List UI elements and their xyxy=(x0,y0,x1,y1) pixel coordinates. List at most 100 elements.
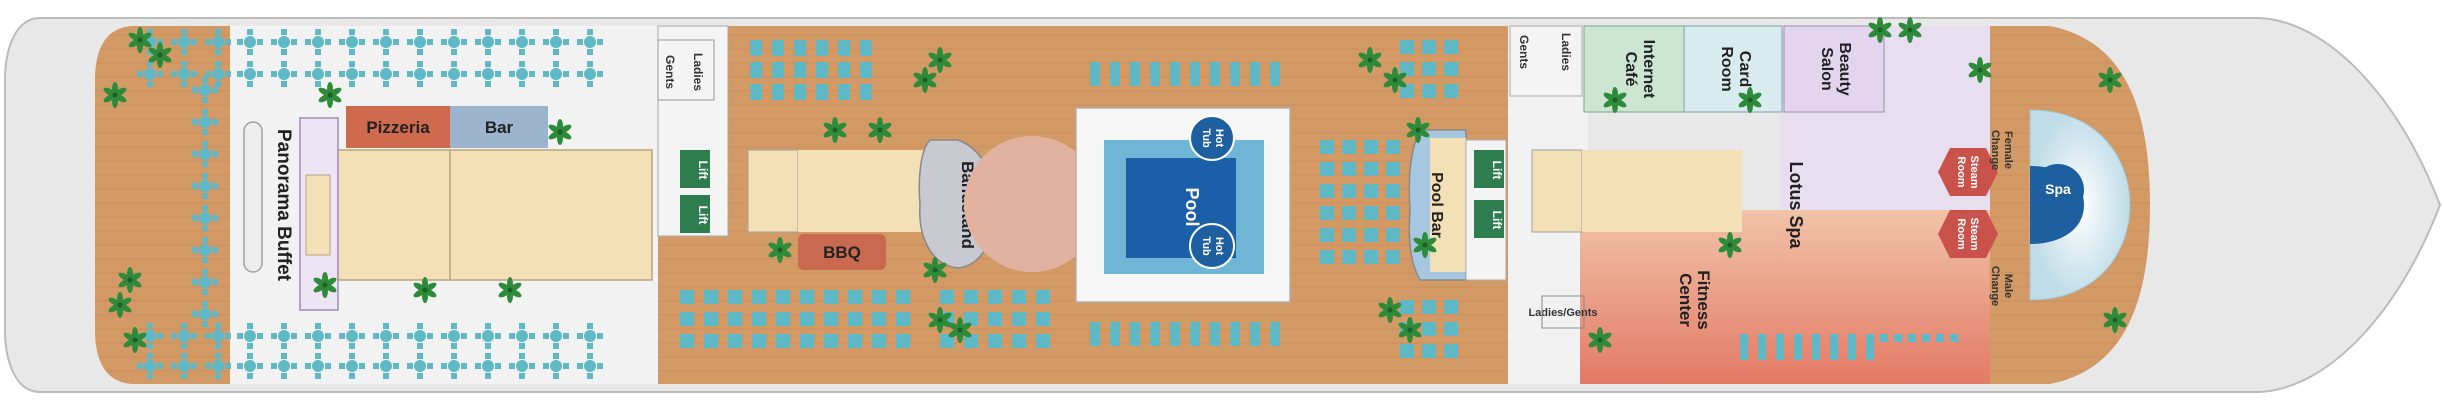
hot-tub-1-tub: Tub xyxy=(1200,128,1212,148)
lounger xyxy=(1400,344,1414,358)
bbq-label: BBQ xyxy=(823,243,861,262)
table-set xyxy=(237,323,263,349)
table-set xyxy=(271,61,297,87)
lounger xyxy=(752,312,766,326)
lounger xyxy=(752,334,766,348)
lounger xyxy=(1150,62,1160,86)
hot-tub-2[interactable] xyxy=(1189,223,1235,269)
lounger xyxy=(1342,228,1356,242)
palm-tree-icon xyxy=(823,117,847,143)
lounger xyxy=(1210,62,1220,86)
room-1-label: Room xyxy=(1955,156,1967,187)
steam-2-label: Steam xyxy=(1968,217,1980,250)
lounger xyxy=(1110,62,1120,86)
palm-tree-icon xyxy=(128,27,152,53)
lounger xyxy=(1036,312,1050,326)
lounger xyxy=(1422,344,1436,358)
steam-room-2[interactable] xyxy=(1938,210,1998,258)
lounger xyxy=(1342,162,1356,176)
table-set xyxy=(205,29,231,55)
lounger xyxy=(838,40,850,56)
female-label: Female xyxy=(2002,131,2014,169)
table-set xyxy=(373,61,399,87)
lounger xyxy=(1422,300,1436,314)
hot-tub-2-tub: Tub xyxy=(1200,236,1212,256)
lounger xyxy=(1386,206,1400,220)
lounger xyxy=(1364,250,1378,264)
lounger xyxy=(964,312,978,326)
lounger xyxy=(838,62,850,78)
room-2-label: Room xyxy=(1955,218,1967,249)
buffet-display xyxy=(243,121,263,273)
pool-bar-label: Pool Bar xyxy=(1428,172,1445,238)
lounger xyxy=(1422,322,1436,336)
hot-tub-1[interactable] xyxy=(1189,115,1235,161)
lift-fwd-1[interactable] xyxy=(1474,150,1504,188)
table-set xyxy=(509,29,535,55)
lounger xyxy=(704,334,718,348)
lounger xyxy=(896,290,910,304)
table-set xyxy=(475,353,501,379)
lounger xyxy=(680,290,694,304)
table-set xyxy=(205,323,231,349)
aft-walkway xyxy=(798,150,928,232)
lounger xyxy=(1270,62,1280,86)
lounger xyxy=(1364,228,1378,242)
salon-label: Salon xyxy=(1818,47,1835,91)
internet-label: Internet xyxy=(1640,40,1657,99)
lift-fwd-2[interactable] xyxy=(1474,200,1504,238)
card-label: Card xyxy=(1736,51,1753,87)
table-set xyxy=(543,323,569,349)
hot-tub-1-hot: Hot xyxy=(1213,129,1225,148)
lounger xyxy=(988,290,1002,304)
lounger xyxy=(680,312,694,326)
lounger xyxy=(1150,322,1160,346)
table-set xyxy=(305,29,331,55)
table-set xyxy=(171,61,197,87)
lift-aft-2[interactable] xyxy=(680,195,710,233)
ladies-aft-label: Ladies xyxy=(691,53,705,91)
lounger xyxy=(1320,250,1334,264)
palm-tree-icon xyxy=(1603,87,1627,113)
lounger xyxy=(824,312,838,326)
lounger xyxy=(1386,250,1400,264)
lounger xyxy=(1320,162,1334,176)
center-label: Center xyxy=(1676,273,1695,327)
palm-tree-icon xyxy=(1358,47,1382,73)
palm-tree-icon xyxy=(2103,307,2127,333)
table-set xyxy=(171,29,197,55)
room-label: Room xyxy=(1718,46,1735,91)
table-set xyxy=(171,353,197,379)
lounger xyxy=(1444,344,1458,358)
beauty-salon[interactable] xyxy=(1783,25,1885,113)
card-room[interactable] xyxy=(1683,25,1783,113)
lounger xyxy=(1170,62,1180,86)
pizzeria-label: Pizzeria xyxy=(366,118,430,137)
pool-label: Pool xyxy=(1182,188,1202,227)
lounger xyxy=(1812,334,1820,360)
spa-label: Spa xyxy=(2045,181,2071,197)
palm-tree-icon xyxy=(868,117,892,143)
palm-tree-icon xyxy=(103,82,127,108)
hot-tub-2-hot: Hot xyxy=(1213,237,1225,256)
steam-room-1[interactable] xyxy=(1938,148,1998,196)
internet-cafe[interactable] xyxy=(1583,25,1685,113)
table-set xyxy=(407,353,433,379)
table-set xyxy=(271,353,297,379)
lounger xyxy=(1036,290,1050,304)
palm-tree-icon xyxy=(1383,67,1407,93)
lounger xyxy=(1342,184,1356,198)
table-set xyxy=(237,29,263,55)
ladies-gents-label: Ladies/Gents xyxy=(1528,307,1597,319)
table-set xyxy=(373,353,399,379)
lounger xyxy=(776,290,790,304)
lounger xyxy=(1364,184,1378,198)
table-set xyxy=(577,323,603,349)
palm-tree-icon xyxy=(923,257,947,283)
lift-aft-1[interactable] xyxy=(680,150,710,188)
lounger xyxy=(1036,334,1050,348)
lounger xyxy=(964,334,978,348)
lounger xyxy=(776,334,790,348)
lounger xyxy=(800,334,814,348)
deck-chairs xyxy=(137,29,1958,379)
